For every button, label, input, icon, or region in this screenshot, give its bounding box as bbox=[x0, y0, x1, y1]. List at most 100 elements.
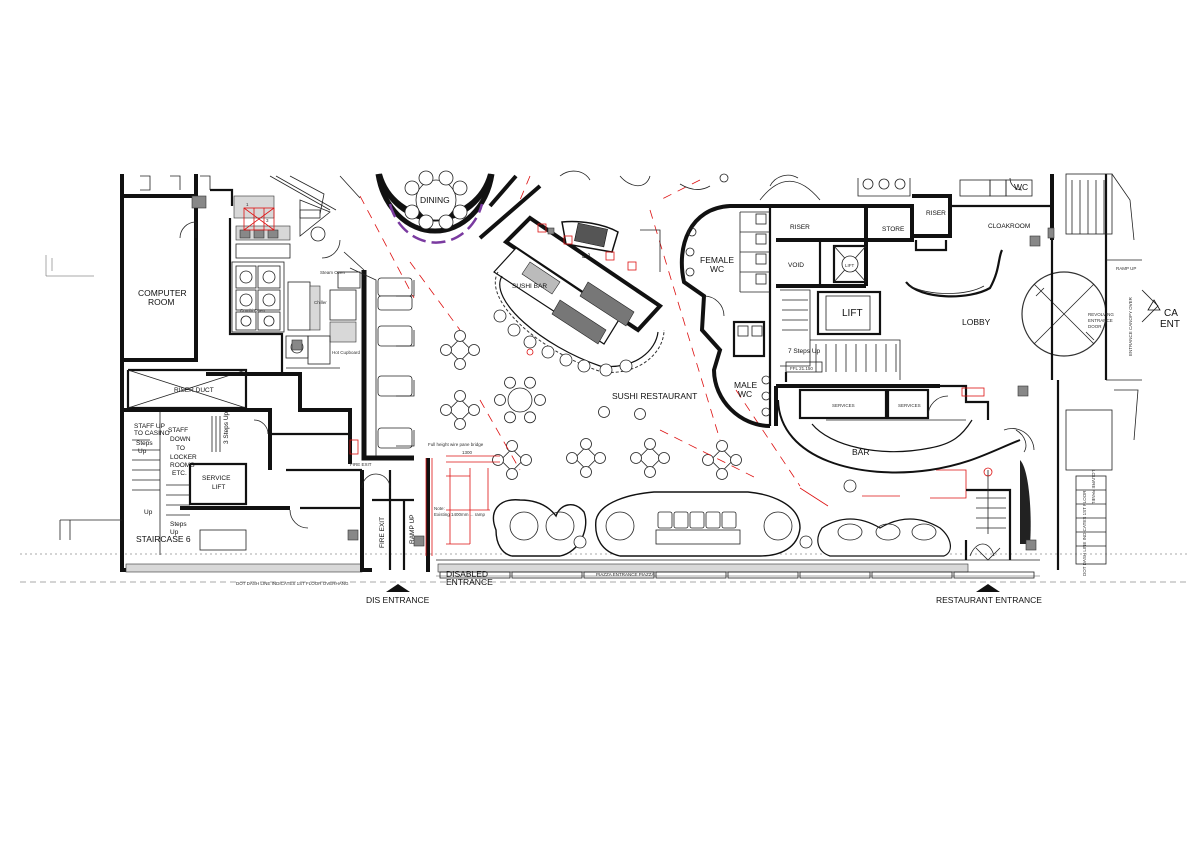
chair-4-2 bbox=[644, 466, 656, 478]
kitchen-red-marks: 3 1 bbox=[243, 202, 275, 231]
chair-3-1 bbox=[594, 452, 606, 464]
ramp-up-right-label: RAMP UP bbox=[1116, 266, 1136, 271]
svg-text:Chiller: Chiller bbox=[314, 300, 327, 305]
female-wc-label-1: FEMALE bbox=[700, 255, 734, 265]
svg-text:PIAZZA ENTRANCE PIAZZA: PIAZZA ENTRANCE PIAZZA bbox=[596, 572, 655, 577]
chair-3-3 bbox=[566, 452, 578, 464]
table-1 bbox=[448, 398, 472, 422]
services-label-1: SERVICES bbox=[832, 403, 855, 408]
chair-1-3 bbox=[440, 404, 452, 416]
svg-text:1: 1 bbox=[246, 202, 249, 207]
louvre-text: LOUVRE PANEL bbox=[1091, 470, 1096, 505]
chair-0-2 bbox=[454, 358, 466, 370]
staff-down-label-5: ROOMS bbox=[170, 462, 195, 469]
riser-label-1: RISER bbox=[790, 224, 810, 231]
steps-up-2a: Steps bbox=[170, 521, 187, 528]
restaurant-tables bbox=[440, 330, 742, 480]
bar-label: BAR bbox=[852, 447, 869, 457]
dimension-lines: Full height wire pane bridge 1300 Note: … bbox=[428, 442, 500, 545]
staff-down-label-4: LOCKER bbox=[170, 454, 197, 461]
svg-text:Note:: Note: bbox=[434, 506, 445, 511]
chair-3-0 bbox=[580, 438, 592, 450]
left-block-walls bbox=[59, 174, 364, 573]
chair-0-3 bbox=[440, 344, 452, 356]
fire-exit-corridor bbox=[347, 439, 433, 572]
staff-down-label-2: DOWN bbox=[170, 436, 191, 443]
male-wc-label-2: WC bbox=[738, 389, 752, 399]
kitchen-area: Steam Oven Combi Oven Hot Cupboard Chill… bbox=[191, 174, 361, 464]
revolving-label-1: REVOLVING bbox=[1088, 312, 1114, 317]
steps-up-1b: Up bbox=[138, 448, 147, 455]
services-label-2: SERVICES bbox=[898, 403, 921, 408]
steps-up-2b: Up bbox=[170, 529, 179, 536]
dining-label: DINING bbox=[420, 195, 450, 205]
chair-2-2 bbox=[506, 468, 518, 480]
riser-label-2: RISER bbox=[926, 210, 946, 217]
void-label: VOID bbox=[788, 262, 804, 269]
three-steps-up: 3 Steps Up bbox=[223, 411, 230, 444]
sushi-bar: SUSHI BAR DJ bbox=[493, 215, 665, 377]
chair-4-1 bbox=[658, 452, 670, 464]
svg-text:Combi Oven: Combi Oven bbox=[240, 308, 266, 313]
canopy-label: ENTRANCE CANOPY OVER bbox=[1128, 296, 1133, 356]
computer-room-label-2: ROOM bbox=[148, 297, 174, 307]
steps-up-1a: Steps bbox=[136, 440, 153, 447]
chair-5-3 bbox=[702, 454, 714, 466]
round-chair-2 bbox=[504, 411, 516, 424]
table-0 bbox=[448, 338, 472, 362]
round-chair-4 bbox=[504, 376, 516, 389]
chair-0-0 bbox=[454, 330, 466, 342]
bar-area bbox=[774, 384, 1037, 561]
sushi-bar-label: SUSHI BAR bbox=[512, 283, 547, 290]
staff-up-label-1: STAFF UP bbox=[134, 423, 165, 430]
svg-text:3: 3 bbox=[266, 218, 269, 223]
chair-4-3 bbox=[630, 452, 642, 464]
up-arrow-label: Up bbox=[144, 509, 153, 516]
service-lift-label-2: LIFT bbox=[212, 484, 225, 491]
svg-text:Full height wire pane bridge: Full height wire pane bridge bbox=[428, 442, 484, 447]
restaurant-entrance-label: RESTAURANT ENTRANCE bbox=[936, 595, 1042, 605]
cloakroom-label: CLOAKROOM bbox=[988, 223, 1030, 230]
round-chair-5 bbox=[524, 376, 536, 389]
staff-up-label-2: TO CASINO bbox=[134, 430, 170, 437]
site-marks: DOT DASH LINE INDICATES 1ST FLOOR OVERHA… bbox=[20, 255, 1190, 586]
revolving-label-2: ENTRANCE bbox=[1088, 318, 1113, 323]
staff-down-label-3: TO bbox=[176, 445, 185, 452]
svg-text:Steam Oven: Steam Oven bbox=[320, 270, 346, 275]
round-chair-0 bbox=[534, 394, 546, 406]
dining-room: DINING bbox=[375, 170, 542, 244]
svg-text:Existing 1400mm ... ramp: Existing 1400mm ... ramp bbox=[434, 512, 486, 517]
svg-text:DOT DASH LINE INDICATES 1ST FL: DOT DASH LINE INDICATES 1ST FLOOR OVERHA… bbox=[236, 581, 349, 586]
round-chair-3 bbox=[494, 394, 506, 406]
computer-room-label-1: COMPUTER bbox=[138, 288, 187, 298]
core-rooms bbox=[759, 174, 1055, 388]
sushi-restaurant-label: SUSHI RESTAURANT bbox=[612, 391, 697, 401]
store-label: STORE bbox=[882, 226, 905, 233]
side-note-text: DOT DASH LINE INDICATES 1ST FLOOR bbox=[1082, 490, 1087, 576]
disabled-entrance-label-2: ENTRANCE bbox=[446, 577, 493, 587]
chair-5-1 bbox=[730, 454, 742, 466]
svg-text:Hot Cupboard: Hot Cupboard bbox=[332, 350, 361, 355]
table-3 bbox=[574, 446, 598, 470]
facade-banquettes bbox=[492, 491, 951, 557]
chair-2-0 bbox=[506, 440, 518, 452]
round-chair-1 bbox=[524, 411, 536, 424]
service-lift-label-1: SERVICE bbox=[202, 475, 231, 482]
lift-label: LIFT bbox=[842, 308, 863, 319]
chair-5-0 bbox=[716, 440, 728, 452]
round-table-0 bbox=[507, 387, 533, 413]
chair-1-0 bbox=[454, 390, 466, 402]
table-4 bbox=[638, 446, 662, 470]
table-5 bbox=[710, 448, 734, 472]
banquette-wall bbox=[343, 251, 415, 461]
dis-entrance-label: DIS ENTRANCE bbox=[366, 595, 430, 605]
spare-chair-0 bbox=[598, 406, 610, 418]
chair-4-0 bbox=[644, 438, 656, 450]
top-decor bbox=[140, 170, 729, 272]
wc-block: FEMALE WC MALE WC bbox=[679, 204, 772, 428]
chair-2-3 bbox=[492, 454, 504, 466]
seven-steps-label: 7 Steps Up bbox=[788, 348, 821, 355]
wc-top-label: WC bbox=[1014, 182, 1028, 192]
chair-3-2 bbox=[580, 466, 592, 478]
disabled-entrance-label-1: DISABLED bbox=[446, 569, 488, 579]
